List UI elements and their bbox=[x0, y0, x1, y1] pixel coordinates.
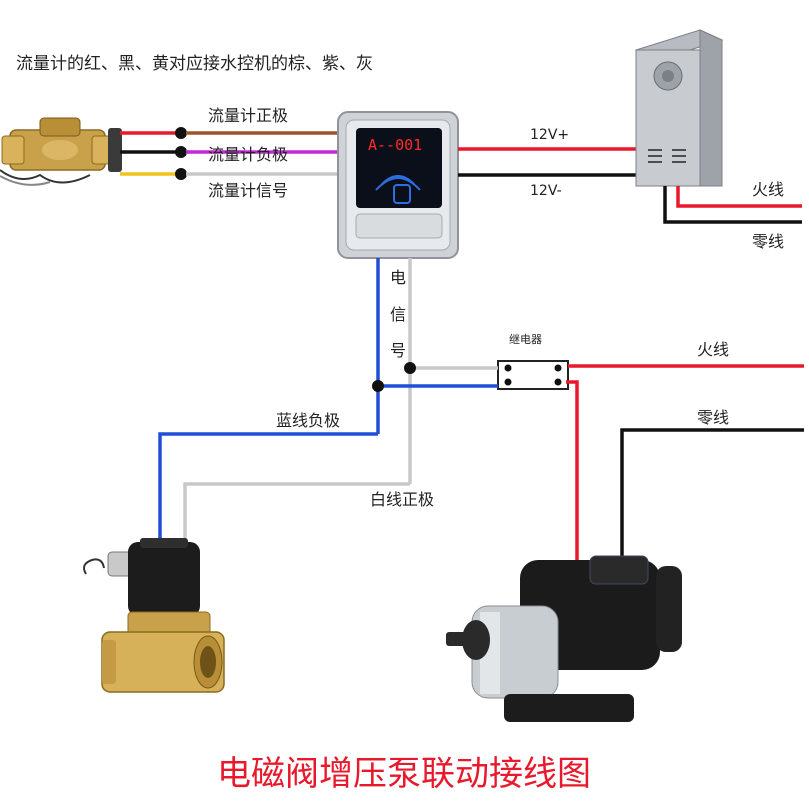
pump-neutral-label: 零线 bbox=[697, 408, 729, 427]
power-plus-label: 12V+ bbox=[530, 127, 569, 143]
junction-dot bbox=[175, 127, 187, 139]
signal-char-1: 电 bbox=[390, 268, 406, 287]
psu-live-label: 火线 bbox=[752, 180, 784, 199]
pump-live-label: 火线 bbox=[697, 340, 729, 359]
valve-white-positive-label: 白线正极 bbox=[370, 490, 434, 509]
flowmeter-positive-label: 流量计正极 bbox=[208, 106, 288, 125]
solenoid-valve-image bbox=[83, 538, 225, 693]
junction-dot bbox=[175, 146, 187, 158]
power-supply-image bbox=[634, 29, 724, 187]
signal-char-3: 号 bbox=[390, 341, 406, 360]
power-minus-label: 12V- bbox=[530, 183, 562, 199]
relay-label: 继电器 bbox=[509, 333, 542, 346]
psu-neutral-label: 零线 bbox=[752, 232, 784, 251]
junction-dot bbox=[175, 168, 187, 180]
booster-pump-image bbox=[446, 555, 682, 722]
signal-char-2: 信 bbox=[390, 305, 406, 324]
header-note: 流量计的红、黑、黄对应接水控机的棕、紫、灰 bbox=[16, 54, 373, 74]
junction-dot bbox=[404, 362, 416, 374]
flowmeter-negative-label: 流量计负极 bbox=[208, 145, 288, 164]
flowmeter-signal-label: 流量计信号 bbox=[208, 181, 288, 200]
controller-device bbox=[337, 111, 459, 259]
diagram-title: 电磁阀增压泵联动接线图 bbox=[217, 754, 591, 794]
junction-dot bbox=[372, 380, 384, 392]
valve-blue-negative-label: 蓝线负极 bbox=[276, 411, 340, 430]
controller-display: A--001 bbox=[368, 136, 422, 154]
flow-meter-image bbox=[0, 117, 122, 186]
relay-device bbox=[497, 360, 569, 390]
